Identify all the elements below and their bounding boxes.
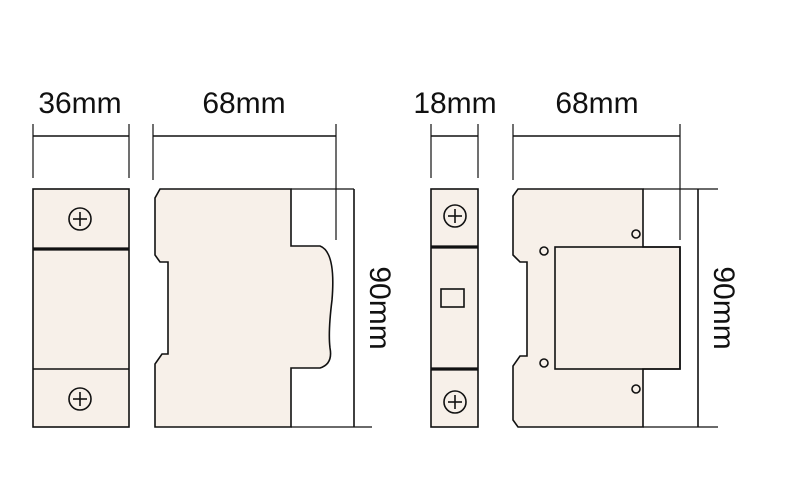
height-label-90mm-18: 90mm — [707, 266, 740, 349]
module-18mm-front-view: 18mm — [413, 87, 497, 428]
module-36mm-side-view: 68mm 90mm — [152, 87, 396, 428]
depth-label-68mm: 68mm — [202, 87, 285, 120]
screw-bottom-icon — [68, 387, 92, 411]
height-label-90mm: 90mm — [363, 266, 396, 349]
screw-top-icon — [443, 204, 467, 228]
rivet-icon — [539, 246, 549, 256]
screw-bottom-icon — [443, 390, 467, 414]
indicator-window — [440, 288, 465, 308]
side-profile-18 — [512, 188, 681, 428]
module-36mm-front-view: 36mm — [32, 87, 130, 428]
depth-label-68mm-18: 68mm — [555, 87, 638, 120]
front-body-18 — [430, 188, 479, 428]
width-label-18mm: 18mm — [413, 87, 496, 120]
side-cover-block — [554, 246, 681, 370]
front-body — [32, 188, 130, 428]
screw-top-icon — [68, 207, 92, 231]
rivet-icon — [631, 384, 641, 394]
module-18mm-side-view: 68mm 90mm — [512, 87, 740, 428]
rivet-icon — [631, 229, 641, 239]
side-profile — [154, 188, 334, 428]
rivet-icon — [539, 358, 549, 368]
width-label-36mm: 36mm — [38, 87, 121, 120]
